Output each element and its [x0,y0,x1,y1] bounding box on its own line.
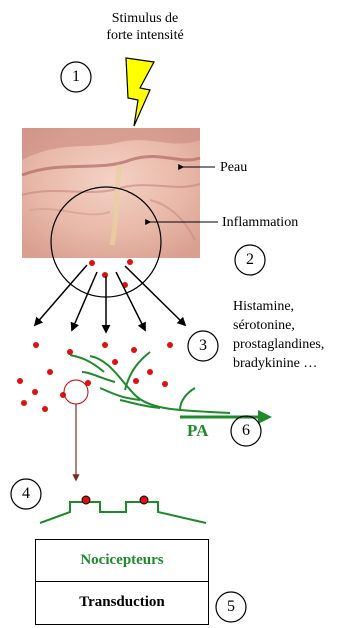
nocicepteurs-box: Nocicepteurs [35,539,209,583]
mediator-serotonine: sérotonine, [233,316,324,335]
mediator-histamine: Histamine, [233,297,324,316]
step-number-1: 1 [66,68,86,85]
stimulus-line-1: Stimulus de [85,10,205,27]
step-number-5: 5 [221,598,241,615]
pa-label: PA [187,421,208,441]
membrane-receptors [40,496,206,523]
step-number-4: 4 [16,485,36,502]
mediator-bradykinine: bradykinine … [233,354,324,373]
step-number-2: 2 [240,251,260,268]
mediators-label: Histamine, sérotonine, prostaglandines, … [233,297,324,373]
step-number-3: 3 [193,337,213,354]
stimulus-line-2: forte intensité [85,27,205,44]
peau-label: Peau [220,159,247,176]
inflammation-label: Inflammation [222,214,298,231]
mediator-prostaglandines: prostaglandines, [233,335,324,354]
transduction-box: Transduction [35,581,209,625]
release-arrows [35,265,185,332]
receptor-zoom-circle [64,380,88,404]
skin-tissue-image [22,128,200,258]
stimulus-label: Stimulus de forte intensité [85,10,205,44]
transduction-label: Transduction [36,594,208,611]
nocicepteurs-label: Nocicepteurs [36,552,208,569]
lightning-bolt-icon [126,58,154,126]
step-number-6: 6 [236,422,256,439]
